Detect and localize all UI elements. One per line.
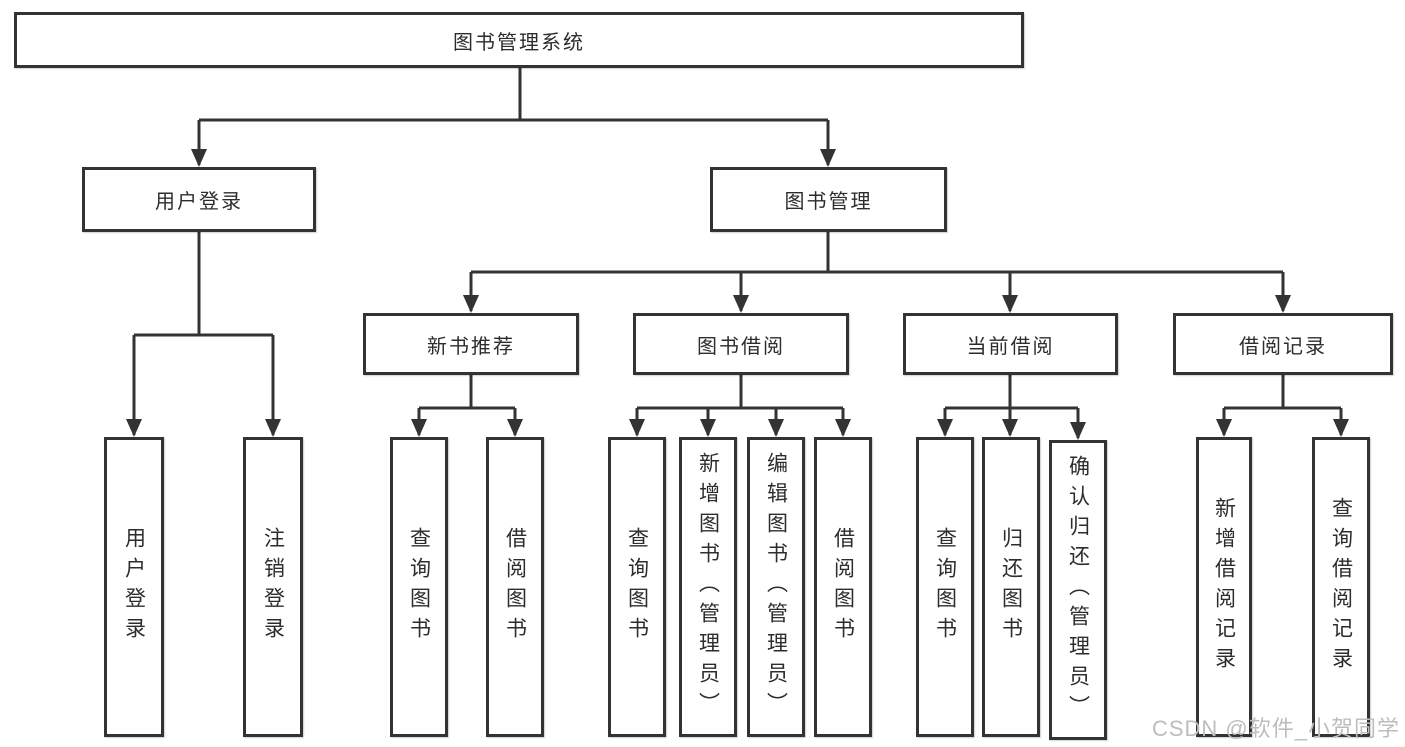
leaf-newbook-borrow: 借阅图书 bbox=[486, 437, 544, 737]
node-borrow-record: 借阅记录 bbox=[1173, 313, 1393, 375]
connector-borrow-record-branch bbox=[1222, 375, 1343, 435]
leaf-current-return: 归还图书 bbox=[982, 437, 1040, 737]
node-label: 图书管理系统 bbox=[453, 31, 585, 54]
arrowhead bbox=[820, 149, 836, 167]
arrowhead bbox=[1216, 419, 1232, 437]
leaf-current-query: 查询图书 bbox=[916, 437, 974, 737]
connector-book-borrow-branch bbox=[635, 375, 845, 435]
node-label: 确认归还（管理员） bbox=[1066, 455, 1090, 725]
leaf-record-query: 查询借阅记录 bbox=[1312, 437, 1370, 737]
node-book-borrow: 图书借阅 bbox=[633, 313, 849, 375]
node-label: 新增图书（管理员） bbox=[696, 452, 720, 722]
leaf-borrow-edit-admin: 编辑图书（管理员） bbox=[747, 437, 805, 737]
arrowhead bbox=[1275, 295, 1291, 313]
node-user-login: 用户登录 bbox=[82, 167, 316, 232]
leaf-record-add: 新增借阅记录 bbox=[1196, 437, 1252, 737]
arrowhead bbox=[126, 419, 142, 437]
leaf-current-confirm-return-admin: 确认归还（管理员） bbox=[1049, 440, 1107, 740]
arrowhead bbox=[700, 419, 716, 437]
csdn-watermark: CSDN @软件_小贺同学 bbox=[1151, 716, 1400, 741]
node-label: 归还图书 bbox=[999, 527, 1023, 647]
node-label: 借阅图书 bbox=[831, 527, 855, 647]
node-label: 新增借阅记录 bbox=[1212, 497, 1236, 677]
node-book-management: 图书管理 bbox=[710, 167, 947, 232]
connector-new-book-branch bbox=[417, 375, 517, 435]
arrowhead bbox=[629, 419, 645, 437]
connector-user-login-branch bbox=[132, 232, 275, 435]
arrowhead bbox=[835, 419, 851, 437]
node-label: 查询图书 bbox=[625, 527, 649, 647]
arrowhead bbox=[1333, 419, 1349, 437]
arrowhead bbox=[191, 149, 207, 167]
node-label: 用户登录 bbox=[122, 527, 146, 647]
arrowhead bbox=[937, 419, 953, 437]
leaf-borrow-add-admin: 新增图书（管理员） bbox=[679, 437, 737, 737]
leaf-borrow-book: 借阅图书 bbox=[814, 437, 872, 737]
node-label: 图书借阅 bbox=[697, 335, 785, 358]
arrowhead bbox=[411, 419, 427, 437]
node-label: 查询借阅记录 bbox=[1329, 497, 1353, 677]
node-label: 查询图书 bbox=[407, 527, 431, 647]
arrowhead bbox=[1070, 422, 1086, 440]
leaf-user-login: 用户登录 bbox=[104, 437, 164, 737]
connector-book-mgmt-branch bbox=[469, 232, 1285, 311]
node-label: 借阅图书 bbox=[503, 527, 527, 647]
arrowheads bbox=[126, 149, 1349, 440]
node-label: 用户登录 bbox=[155, 191, 243, 213]
connector-root-to-level2 bbox=[197, 68, 830, 165]
arrowhead bbox=[265, 419, 281, 437]
node-label: 图书管理 bbox=[784, 191, 873, 213]
arrowhead bbox=[768, 419, 784, 437]
arrowhead bbox=[733, 295, 749, 313]
connector-paths bbox=[132, 68, 1343, 438]
node-label: 当前借阅 bbox=[966, 335, 1055, 358]
leaf-borrow-query: 查询图书 bbox=[608, 437, 666, 737]
leaf-logout: 注销登录 bbox=[243, 437, 303, 737]
node-label: 注销登录 bbox=[261, 527, 285, 647]
node-root-system: 图书管理系统 bbox=[14, 12, 1024, 68]
node-label: 新书推荐 bbox=[427, 335, 515, 358]
node-label: 编辑图书（管理员） bbox=[764, 452, 788, 722]
arrowhead bbox=[507, 419, 523, 437]
leaf-newbook-query: 查询图书 bbox=[390, 437, 448, 737]
node-new-book-recommend: 新书推荐 bbox=[363, 313, 579, 375]
arrowhead bbox=[463, 295, 479, 313]
arrowhead bbox=[1002, 419, 1018, 437]
node-label: 查询图书 bbox=[933, 527, 957, 647]
node-current-borrow: 当前借阅 bbox=[903, 313, 1118, 375]
node-label: 借阅记录 bbox=[1239, 335, 1327, 358]
arrowhead bbox=[1002, 295, 1018, 313]
